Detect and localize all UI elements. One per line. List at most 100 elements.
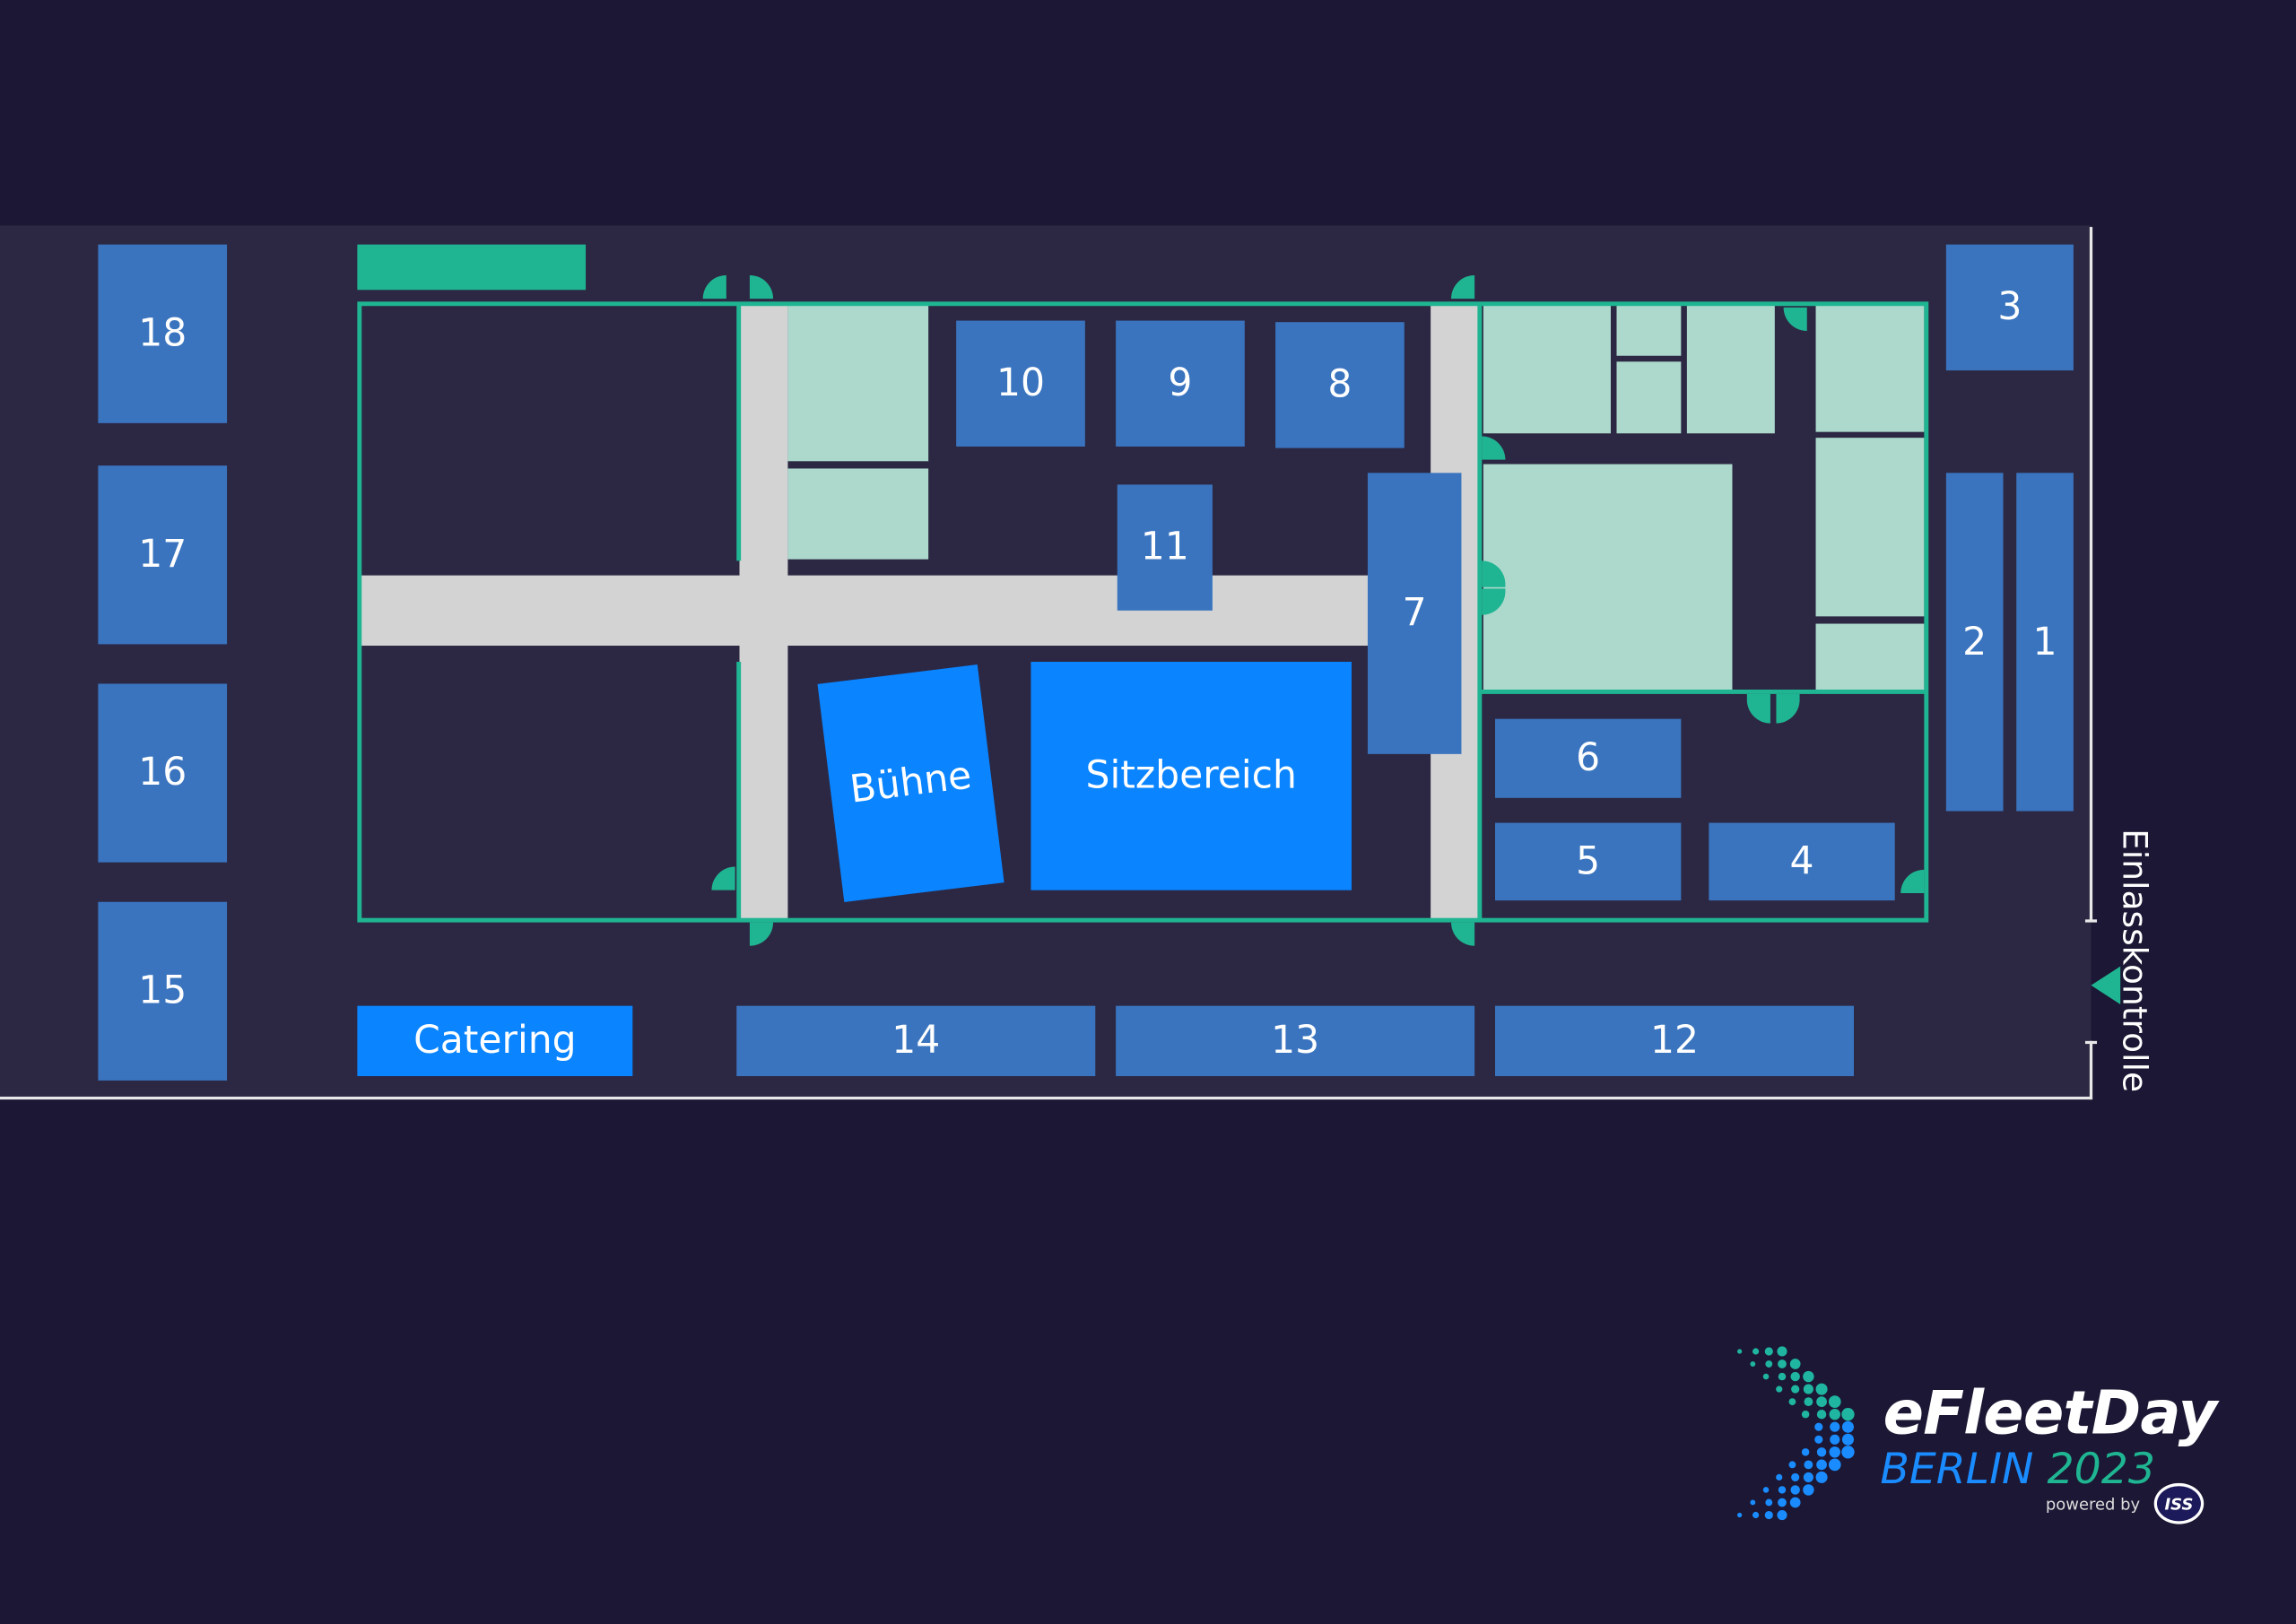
logo-subtitle: BERLIN 2023 [1880,1444,2155,1494]
logo-dot [1804,1460,1813,1470]
room [1815,438,1925,617]
booth-13[interactable]: 13 [1116,1005,1475,1077]
logo-dot [1778,1359,1787,1368]
logo-dot [1791,1472,1800,1481]
logo-dot [1752,1511,1760,1519]
logo-dot [1816,1447,1827,1457]
logo-dot [1778,1498,1787,1507]
logo-dot [1791,1385,1800,1394]
logo-dot [1788,1461,1796,1469]
logo-dot [1816,1396,1827,1408]
dotted-arrow-icon [1737,1346,1855,1521]
logo-dot [1790,1371,1800,1382]
logo-dot [1764,1347,1773,1356]
booth-8[interactable]: 8 [1275,322,1405,448]
logo-dot [1762,1487,1770,1493]
stage-buehne[interactable]: Bühne [817,664,1004,902]
booth-2[interactable]: 2 [1945,473,2004,812]
logo-title: eFleetDay [1883,1377,2218,1448]
booth-14[interactable]: 14 [736,1005,1096,1077]
logo-dot [1777,1509,1787,1521]
booth-5[interactable]: 5 [1494,822,1682,901]
booth-6[interactable]: 6 [1494,718,1682,798]
room [1686,304,1775,434]
booth-9[interactable]: 9 [1116,320,1245,447]
booth-3[interactable]: 3 [1945,244,2074,371]
logo-year: 2023 [2047,1443,2156,1494]
booth-4[interactable]: 4 [1709,822,1895,901]
logo-dot [1804,1397,1813,1407]
logo-dot [1788,1398,1796,1406]
room [1616,361,1682,434]
logo-dot [1828,1458,1841,1472]
logo-dot [1803,1370,1814,1383]
room-large [1483,464,1733,690]
logo-dot [1764,1510,1773,1520]
powered-by: powered by [2045,1494,2141,1515]
logo-dot [1816,1459,1827,1471]
logo-dot [1841,1420,1854,1433]
line-cap [2084,919,2098,923]
logo-dot [1737,1512,1743,1518]
room [1483,304,1611,434]
logo-dot [1762,1373,1770,1380]
logo-dot [1830,1434,1840,1445]
logo-dot [1750,1499,1756,1506]
wall [736,661,742,920]
logo-dot [1776,1473,1783,1481]
booth-15[interactable]: 15 [98,901,228,1081]
booth-12[interactable]: 12 [1494,1005,1854,1077]
room [1815,304,1925,432]
iss-logo: ISS [2153,1482,2205,1524]
booth-18[interactable]: 18 [98,244,228,423]
logo-dot [1841,1408,1855,1421]
entrance-arrow-icon [2091,966,2121,1005]
logo-dot [1778,1486,1787,1494]
catering[interactable]: Catering [357,1005,633,1077]
logo-dot [1789,1497,1801,1508]
logo-dot [1765,1360,1773,1368]
wall [1477,304,1483,920]
building-outline [357,301,1929,923]
logo-dot [1814,1422,1823,1431]
hall-right-line-bottom [2089,1040,2093,1100]
logo-dot [1801,1410,1810,1419]
logo-dot [1776,1385,1783,1393]
logo-dot [1801,1448,1810,1456]
seating-area[interactable]: Sitzbereich [1031,661,1352,890]
booth-16[interactable]: 16 [98,683,228,863]
logo-dot [1803,1484,1814,1496]
logo-dot [1841,1433,1854,1446]
logo-dot [1815,1383,1828,1395]
room [1616,304,1682,356]
booth-7[interactable]: 7 [1367,473,1462,754]
line-cap [2084,1040,2098,1045]
logo-dot [1841,1446,1855,1459]
logo-dot [1829,1408,1840,1420]
booth-10[interactable]: 10 [956,320,1085,447]
logo-dot [1778,1372,1787,1381]
room [1815,623,1925,690]
logo-dot [1830,1421,1840,1432]
logo-dot [1803,1472,1813,1482]
logo-dot [1789,1359,1801,1369]
wall [736,304,742,561]
logo-dot [1777,1346,1787,1357]
logo-dot [1828,1395,1841,1409]
logo-dot [1815,1471,1828,1483]
logo-dot [1750,1361,1756,1367]
hall-bottom-line [0,1096,2092,1100]
booth-1[interactable]: 1 [2016,473,2074,812]
logo-dot [1814,1435,1823,1444]
booth-11[interactable]: 11 [1117,484,1213,611]
logo-dot [1752,1348,1760,1355]
corridor-left [739,304,788,920]
event-logo: eFleetDay BERLIN 2023 powered by ISS [1728,1340,2226,1530]
booth-17[interactable]: 17 [98,465,228,645]
logo-dot [1803,1384,1813,1394]
green-counter [357,244,587,291]
room [787,468,929,560]
wall [1479,690,1927,694]
logo-dot [1765,1498,1773,1507]
